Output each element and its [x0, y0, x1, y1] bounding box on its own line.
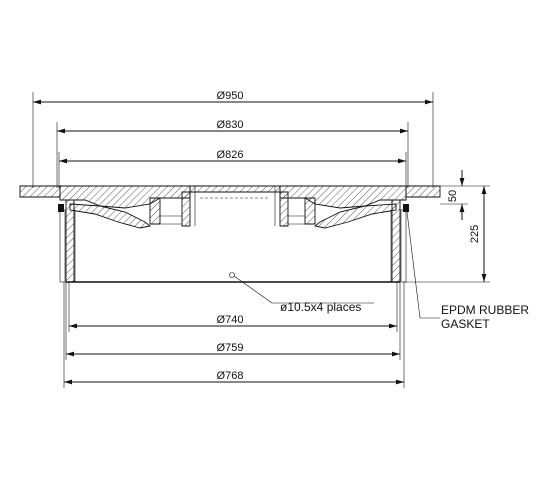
dimension-225-label: 225 — [469, 225, 481, 243]
dimension-768-label: Ø768 — [217, 370, 244, 382]
dimension-759: Ø759 — [65, 282, 401, 360]
dimension-740-label: Ø740 — [217, 314, 244, 326]
hole-note-label: ø10.5x4 places — [280, 300, 361, 314]
hole-note: ø10.5x4 places — [233, 275, 374, 314]
gasket-note: EPDM RUBBER GASKET — [406, 211, 529, 331]
dimension-826: Ø826 — [58, 149, 407, 188]
gasket-note-line2: GASKET — [441, 317, 490, 331]
dimension-950: Ø950 — [32, 90, 434, 188]
dimension-50-label: 50 — [447, 190, 459, 202]
dimension-826-label: Ø826 — [217, 149, 244, 161]
dimension-830: Ø830 — [56, 119, 409, 188]
dimension-740: Ø740 — [68, 282, 398, 332]
dimension-225: 225 — [404, 186, 490, 283]
dimension-830-label: Ø830 — [217, 119, 244, 131]
dimension-759-label: Ø759 — [217, 342, 244, 354]
gasket-note-line1: EPDM RUBBER — [441, 303, 529, 317]
dimension-768: Ø768 — [63, 282, 405, 388]
dimension-950-label: Ø950 — [217, 90, 244, 102]
dimension-50: 50 — [440, 170, 490, 220]
cover-frame-section — [19, 185, 441, 283]
